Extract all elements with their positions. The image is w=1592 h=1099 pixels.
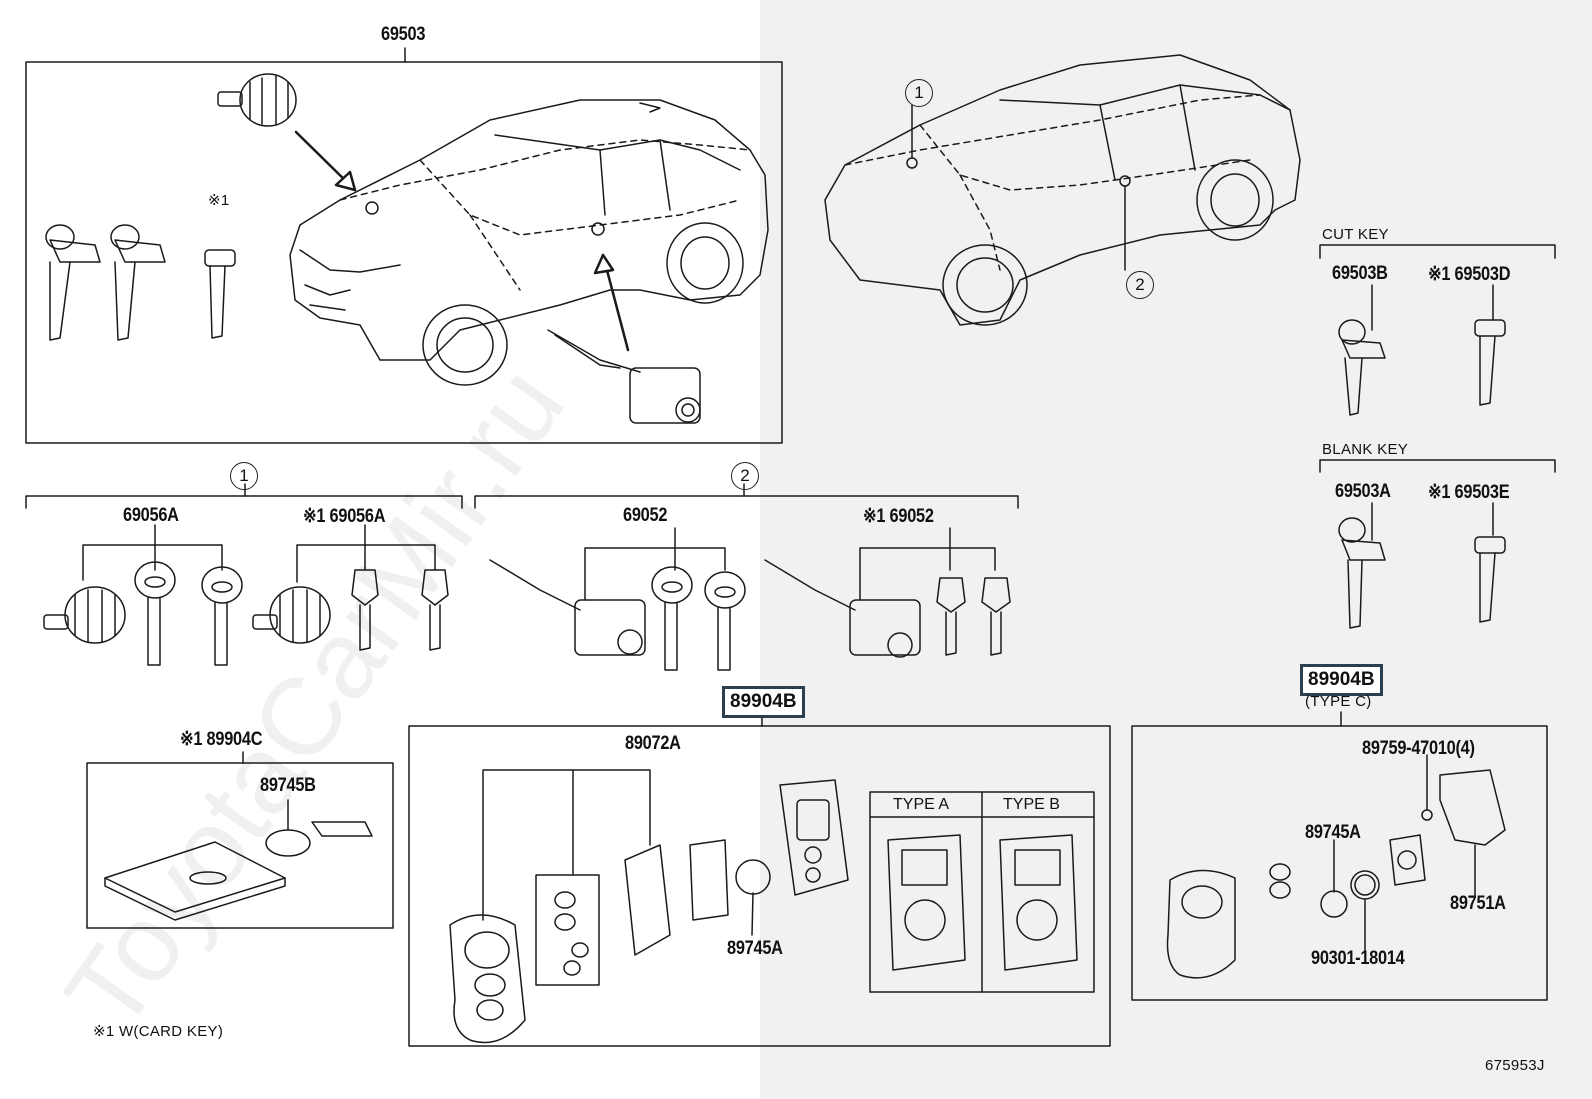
blank-key-illustrations (1338, 517, 1506, 629)
label-cut-key: CUT KEY (1322, 226, 1389, 243)
arrow-to-ignition (294, 130, 357, 192)
diagram-code: 675953J (1485, 1057, 1545, 1074)
label-89072A: 89072A (625, 733, 681, 754)
cut-key-illustrations (1338, 319, 1506, 416)
type-b-case (999, 834, 1078, 971)
label-89745B: 89745B (260, 775, 316, 796)
ref-marker-2: 2 (731, 462, 759, 490)
note-mark-top: ※1 (208, 192, 230, 209)
type-a-case (887, 834, 966, 971)
label-type-a: TYPE A (893, 796, 950, 813)
label-69503A: 69503A (1335, 481, 1391, 502)
label-blank-key: BLANK KEY (1322, 441, 1409, 458)
card-key-illustration (104, 799, 373, 921)
frame-69503 (25, 61, 783, 444)
label-69503B: 69503B (1332, 263, 1388, 284)
shaded-background-panel (760, 0, 1592, 1099)
vehicle-illustration-left (289, 99, 769, 386)
cylinder-key-set-2 (252, 569, 449, 651)
buttons-main (554, 891, 589, 976)
label-69056A-card: ※1 69056A (303, 506, 386, 527)
callout-89904B-typec: 89904B (1300, 664, 1383, 696)
label-69052-card: ※1 69052 (863, 506, 934, 527)
label-type-b: TYPE B (1003, 796, 1060, 813)
vehicle-illustration-right (824, 54, 1301, 326)
ignition-cylinder-top (217, 73, 297, 127)
door-lock-key-set-2 (764, 559, 1011, 658)
door-lock-key-set-1 (489, 559, 746, 671)
bracket-cut-key (1319, 244, 1556, 259)
car-ref-marker-2: 2 (1126, 271, 1154, 299)
bracket-blank-key (1319, 459, 1556, 473)
arrow-to-door (593, 253, 630, 352)
footnote: ※1 W(CARD KEY) (93, 1023, 224, 1040)
car-ref-marker-1: 1 (905, 79, 933, 107)
callout-89904B-main: 89904B (722, 686, 805, 718)
frame-89904B-typec (1131, 725, 1548, 1001)
ref-marker-1: 1 (230, 462, 258, 490)
label-89751A: 89751A (1450, 893, 1506, 914)
label-89759: 89759-47010(4) (1362, 738, 1475, 759)
keys-top-left (45, 224, 236, 341)
label-89745A-typec: 89745A (1305, 822, 1361, 843)
bracket-ref1 (25, 495, 463, 509)
label-89745A-main: 89745A (727, 938, 783, 959)
frame-89904B-main (408, 725, 1111, 1047)
label-69052: 69052 (623, 505, 668, 526)
label-69503E: ※1 69503E (1428, 482, 1510, 503)
cover-main (779, 779, 849, 896)
smart-key-fob-main (449, 914, 526, 1044)
frame-89904C (86, 762, 394, 929)
label-69503: 69503 (381, 24, 426, 45)
label-69056A: 69056A (123, 505, 179, 526)
smart-key-fob-typec (1166, 754, 1506, 979)
bracket-ref2 (474, 495, 1019, 509)
label-90301: 90301-18014 (1311, 948, 1405, 969)
door-lock-assembly-top (547, 329, 701, 424)
label-69503D: ※1 69503D (1428, 264, 1511, 285)
label-type-c: (TYPE C) (1305, 693, 1372, 710)
cylinder-key-set-1 (43, 561, 243, 666)
label-89904C: ※1 89904C (180, 729, 263, 750)
